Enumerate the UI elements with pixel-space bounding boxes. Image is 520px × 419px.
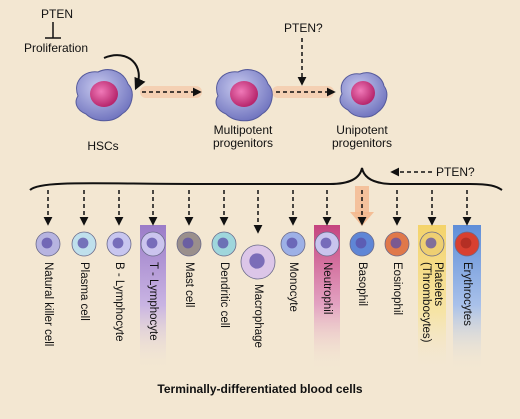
nucleus-macrophage <box>249 253 265 269</box>
label-t-lymphocyte: T - Lymphocyte <box>147 262 159 341</box>
label-natural-killer-cell: Natural killer cell <box>42 262 54 347</box>
hsc-label: HSCs <box>87 139 119 153</box>
nucleus-t-lymphocyte <box>146 237 158 249</box>
unipotent-label: Unipotent progenitors <box>331 123 393 150</box>
multipotent-progenitor-cell <box>215 69 273 122</box>
arrow-glow-2 <box>272 86 334 98</box>
label-b-lymphocyte: B - Lymphocyte <box>113 262 125 342</box>
pten-question-side-label: PTEN? <box>436 165 475 179</box>
nucleus-eosinophil <box>390 237 402 249</box>
self-renewal-arrow <box>103 54 146 91</box>
multipotent-label: Multipotent progenitors <box>212 123 274 150</box>
nucleus-monocyte <box>286 237 298 249</box>
label-plasma-cell: Plasma cell <box>78 262 90 321</box>
nucleus-b-lymphocyte <box>112 237 124 249</box>
nucleus-natural-killer-cell <box>41 237 53 249</box>
label-basophil: Basophil <box>356 262 368 307</box>
proliferation-label: Proliferation <box>24 41 89 55</box>
nucleus-basophil <box>355 237 367 249</box>
label-platelets-thrombocytes: Platelets (Thrombocytes) <box>420 262 444 343</box>
label-dendritic-cell: Dendritic cell <box>218 262 230 328</box>
nucleus-erythrocytes <box>460 237 472 249</box>
nucleus-platelets-thrombocytes <box>425 237 437 249</box>
hsc-cell <box>75 69 133 122</box>
label-eosinophil: Eosinophil <box>391 262 403 316</box>
label-neutrophil: Neutrophil <box>321 262 333 315</box>
nucleus-plasma-cell <box>77 237 89 249</box>
label-erythrocytes: Erythrocytes <box>461 262 473 326</box>
pten-question-label: PTEN? <box>284 21 323 35</box>
label-monocyte: Monocyte <box>287 262 299 312</box>
label-macrophage: Macrophage <box>252 284 264 348</box>
nucleus-neutrophil <box>320 237 332 249</box>
differentiation-brace <box>29 167 503 191</box>
unipotent-progenitor-cell <box>339 72 388 118</box>
nucleus-dendritic-cell <box>217 237 229 249</box>
label-mast-cell: Mast cell <box>183 262 195 308</box>
pten-label: PTEN <box>41 7 74 21</box>
footer-label: Terminally-differentiated blood cells <box>157 382 363 396</box>
blood-cells <box>35 190 480 280</box>
nucleus-mast-cell <box>182 237 194 249</box>
